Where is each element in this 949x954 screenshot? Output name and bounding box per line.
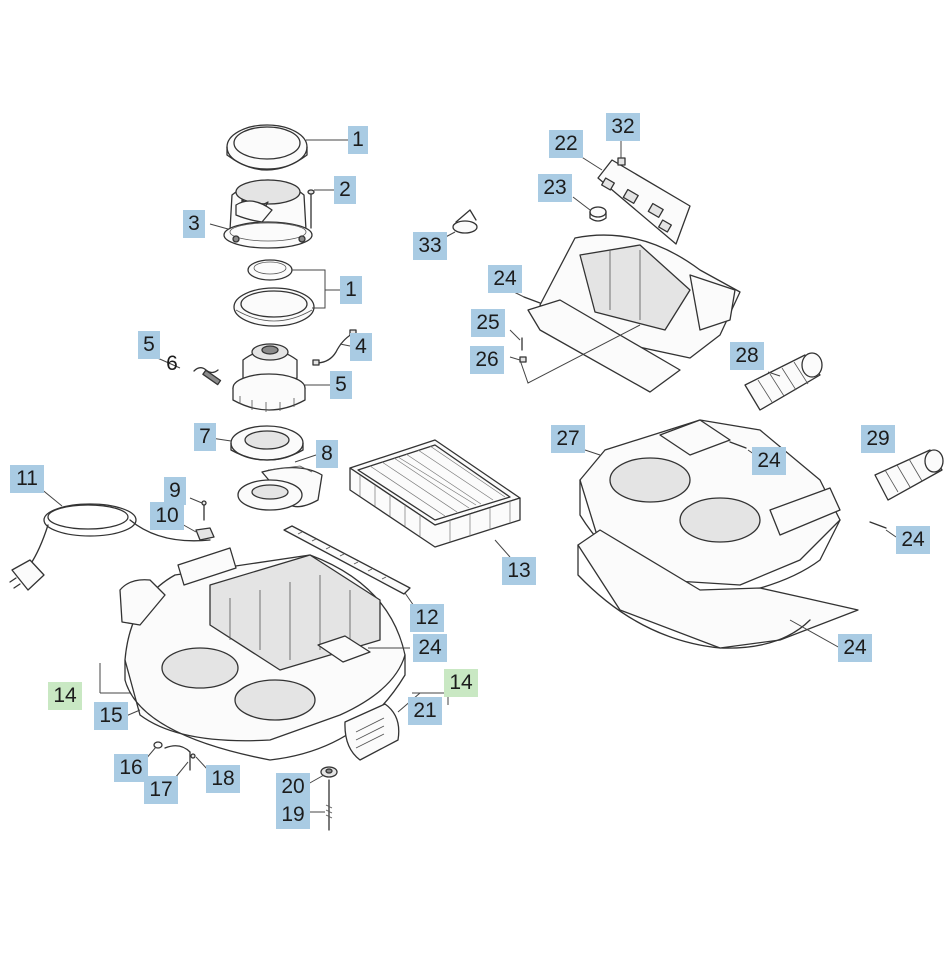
callout-27[interactable]: 27 [551, 425, 585, 453]
callout-8[interactable]: 8 [316, 440, 338, 468]
part-screws-24-right [729, 441, 887, 529]
callout-22[interactable]: 22 [549, 130, 583, 158]
callout-5-brush[interactable]: 5 [138, 331, 160, 359]
callout-14-left[interactable]: 14 [48, 682, 82, 710]
callout-16[interactable]: 16 [114, 754, 148, 782]
part-ring-7 [230, 425, 304, 461]
callout-7[interactable]: 7 [194, 423, 216, 451]
callout-24-housing[interactable]: 24 [413, 634, 447, 662]
part-brush-6 [193, 367, 222, 386]
part-nozzle-ring-8 [237, 465, 323, 511]
part-bottom-plate [577, 529, 859, 649]
callout-23[interactable]: 23 [538, 174, 572, 202]
part-base-housing-15 [119, 547, 406, 761]
part-spring-33 [452, 209, 478, 234]
callout-24-right[interactable]: 24 [896, 526, 930, 554]
part-grille-strip-12 [283, 525, 411, 595]
callout-15[interactable]: 15 [94, 702, 128, 730]
callout-20[interactable]: 20 [276, 773, 310, 801]
callout-3[interactable]: 3 [183, 210, 205, 238]
callout-2[interactable]: 2 [334, 176, 356, 204]
callout-24-middle[interactable]: 24 [752, 447, 786, 475]
part-cable-4 [312, 329, 357, 366]
part-screw-2 [307, 189, 315, 229]
callout-24-tray[interactable]: 24 [488, 265, 522, 293]
part-axle-19 [325, 779, 333, 831]
callout-18[interactable]: 18 [206, 765, 240, 793]
callout-28[interactable]: 28 [730, 342, 764, 370]
part-power-cord-11 [9, 503, 211, 591]
callout-14-right[interactable]: 14 [444, 669, 478, 697]
part-seal-ring-top [226, 124, 308, 171]
callout-5-motor[interactable]: 5 [330, 371, 352, 399]
callout-1-middle[interactable]: 1 [340, 276, 362, 304]
callout-24-bottom[interactable]: 24 [838, 634, 872, 662]
part-seal-rings-middle [233, 259, 315, 327]
part-holder-10 [195, 527, 215, 541]
part-screw-9 [201, 500, 207, 521]
part-filter-cage-29 [874, 449, 944, 501]
part-sleeve-23 [589, 206, 607, 222]
part-filter-cage-28 [744, 352, 823, 411]
callout-32[interactable]: 32 [606, 113, 640, 141]
callout-10[interactable]: 10 [150, 502, 184, 530]
callout-13[interactable]: 13 [502, 557, 536, 585]
callout-11[interactable]: 11 [10, 465, 44, 493]
part-tray-housing [527, 234, 741, 393]
callout-17[interactable]: 17 [144, 776, 178, 804]
part-motor-cover [223, 179, 313, 249]
part-clip-16-17-18 [153, 741, 196, 771]
callout-33[interactable]: 33 [413, 232, 447, 260]
callout-25[interactable]: 25 [471, 309, 505, 337]
part-flat-filter-13 [349, 439, 521, 548]
part-wheel-20 [320, 766, 338, 778]
callout-1-top[interactable]: 1 [348, 126, 368, 154]
callout-26[interactable]: 26 [470, 346, 504, 374]
part-motor [232, 343, 306, 412]
callout-6[interactable]: 6 [166, 352, 178, 375]
callout-29[interactable]: 29 [861, 425, 895, 453]
part-front-panel-21 [344, 703, 400, 761]
part-switch-32 [617, 157, 626, 166]
callout-12[interactable]: 12 [410, 604, 444, 632]
part-control-board-22 [597, 159, 691, 245]
callout-9[interactable]: 9 [164, 477, 186, 505]
callout-21[interactable]: 21 [408, 697, 442, 725]
callout-19[interactable]: 19 [276, 801, 310, 829]
callout-4[interactable]: 4 [350, 333, 372, 361]
